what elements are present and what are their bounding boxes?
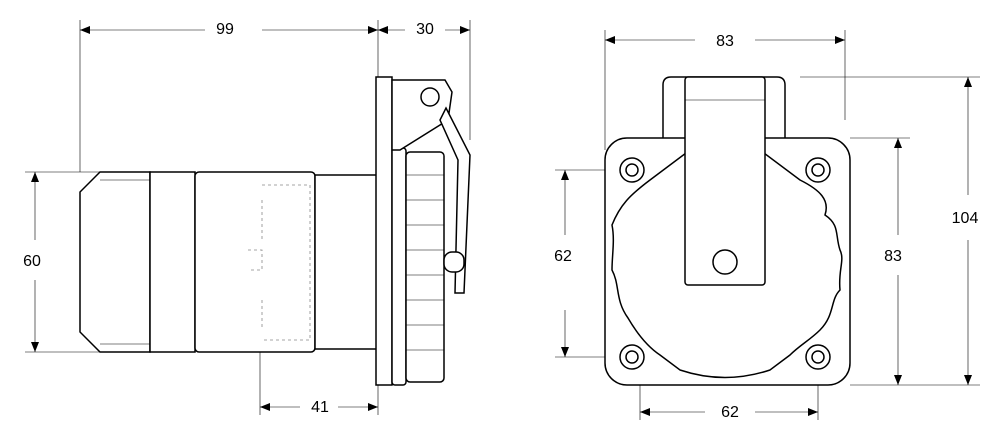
dimension-hole-spacing-vertical: 62	[554, 248, 572, 265]
mounting-flange	[375, 76, 393, 386]
side-view: 99 30 60 41	[23, 20, 471, 416]
socket-outline	[611, 149, 843, 379]
dimension-rear-depth: 41	[311, 399, 329, 416]
dimension-lid-depth: 30	[416, 21, 434, 38]
dimension-hole-spacing-horizontal: 62	[721, 404, 739, 421]
dimension-overall-length: 99	[216, 21, 234, 38]
lid-hole-icon	[712, 249, 738, 275]
screw-hole-top-left-icon	[619, 157, 645, 183]
body-section-3	[314, 174, 379, 350]
dimension-total-height: 104	[952, 210, 979, 227]
lid-lever	[439, 106, 471, 294]
screw-hole-bottom-right-icon	[805, 344, 831, 370]
dimension-height: 60	[23, 253, 41, 270]
lid-strip	[684, 76, 766, 286]
plug-nose	[79, 171, 151, 353]
dimension-width: 83	[716, 33, 734, 50]
body-section-1	[149, 171, 196, 353]
dimension-plate-height: 83	[884, 248, 902, 265]
hinge-pin-icon	[420, 87, 440, 107]
body-section-2	[194, 171, 316, 353]
front-view: 83 104 83 62 62	[554, 30, 980, 421]
screw-hole-top-right-icon	[805, 157, 831, 183]
front-ring	[391, 147, 407, 386]
screw-hole-bottom-left-icon	[619, 344, 645, 370]
